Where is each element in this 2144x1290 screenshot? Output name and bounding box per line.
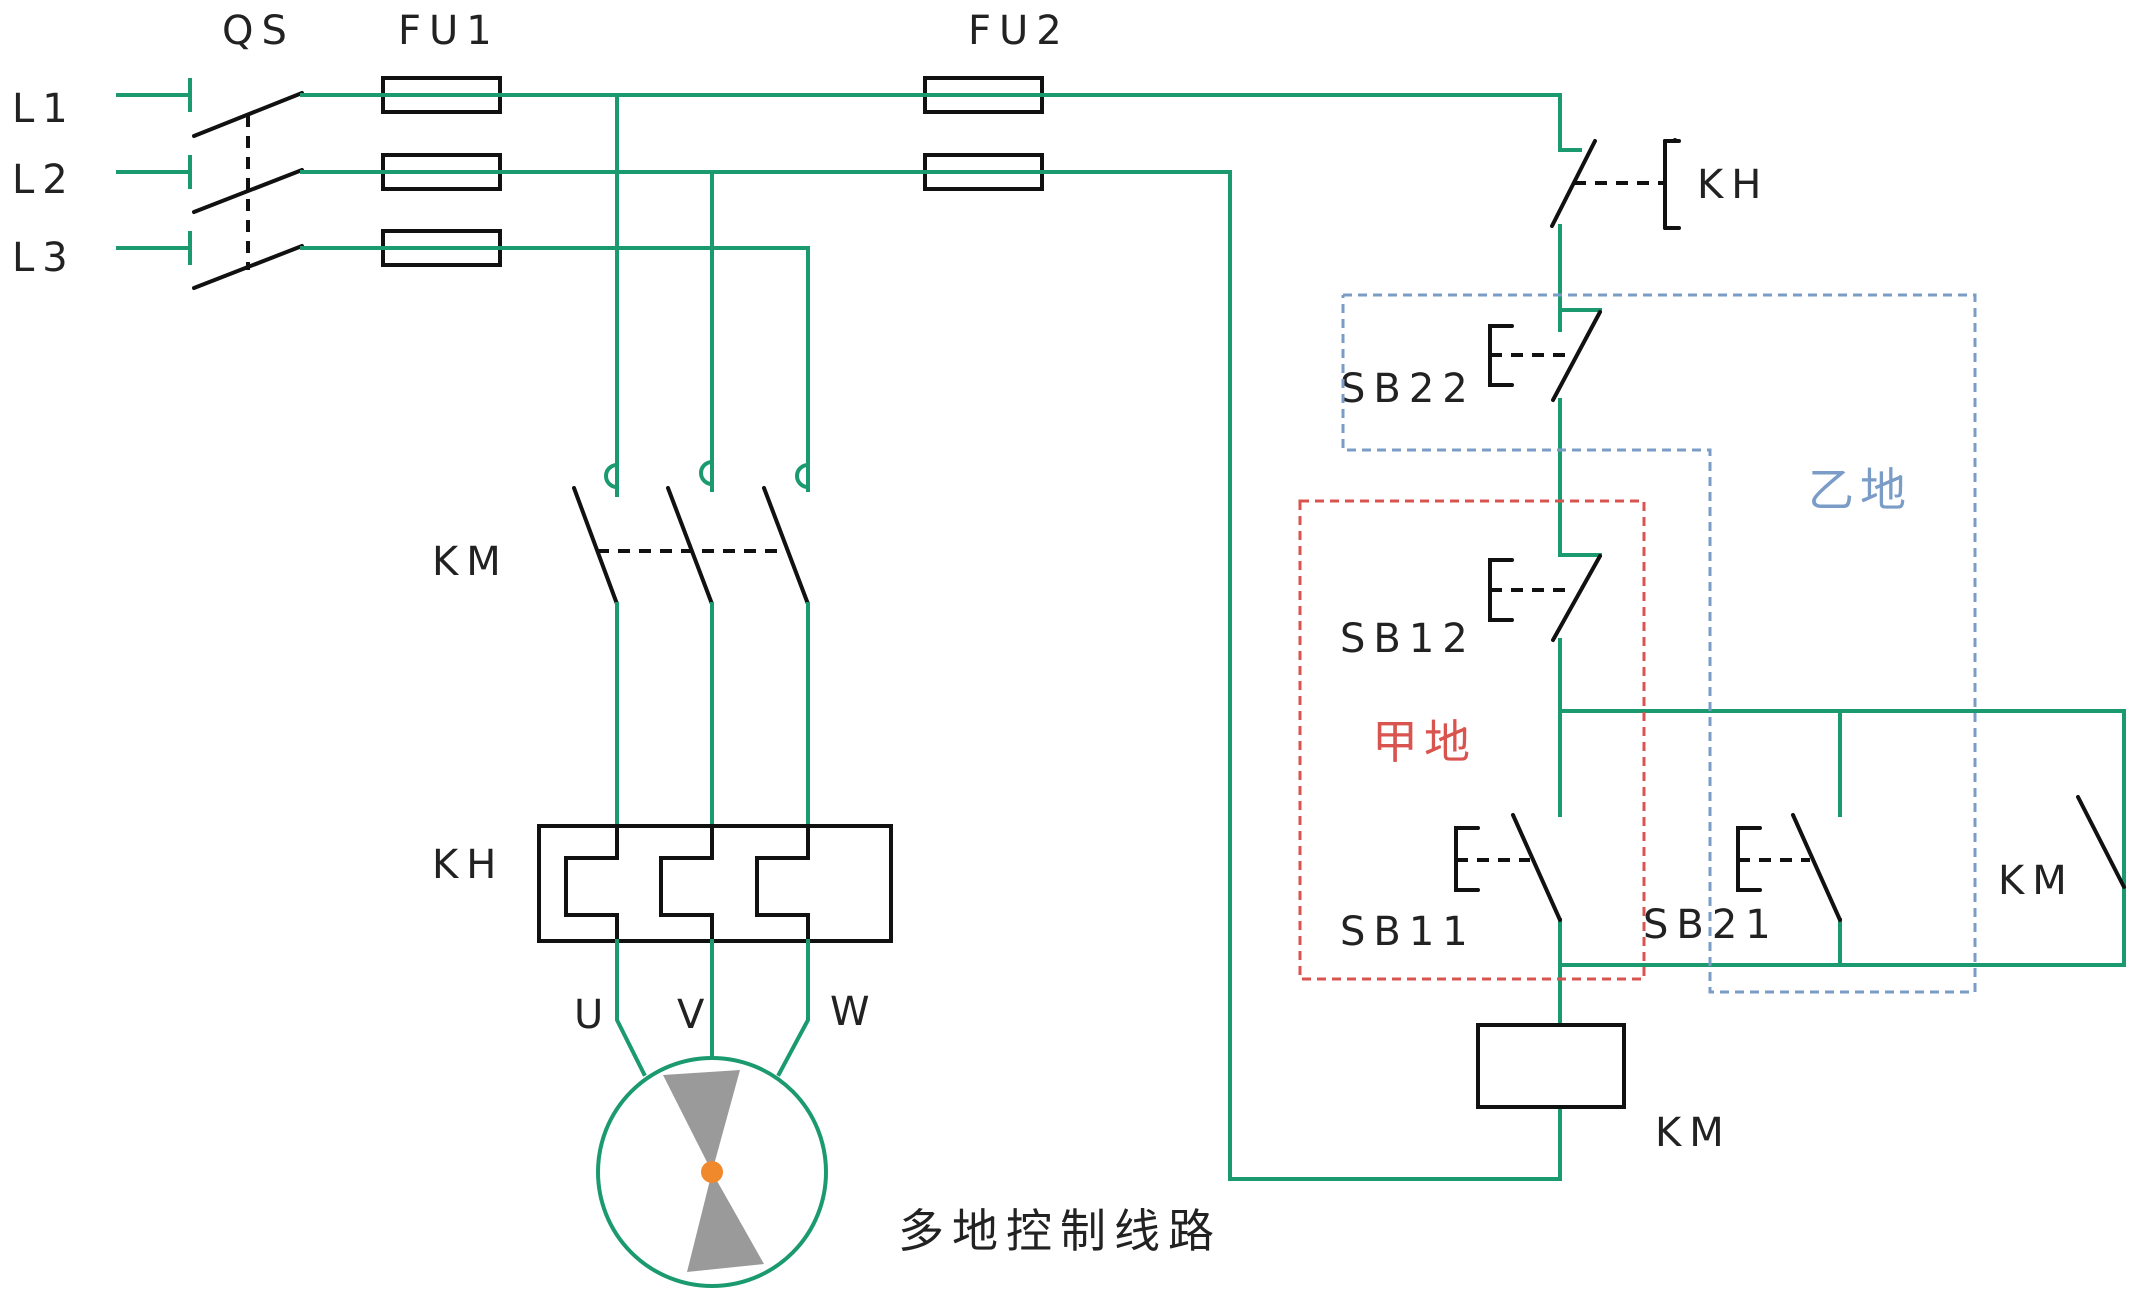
sb11-label: SB11 — [1340, 909, 1476, 955]
fu1-label: FU1 — [398, 8, 500, 54]
motor-hub — [701, 1161, 723, 1183]
l3-label: L3 — [12, 235, 76, 281]
km-coil-label: KM — [1655, 1110, 1732, 1156]
km-aux-label: KM — [1998, 858, 2075, 904]
km-coil — [1476, 1023, 1626, 1109]
zone-yi: 乙地 — [1341, 293, 1977, 994]
fu1-fuses — [381, 76, 502, 267]
zone-jia-label: 甲地 — [1372, 715, 1476, 769]
sb22-stop-button — [1488, 310, 1602, 402]
sb22-label: SB22 — [1340, 366, 1476, 412]
zone-yi-label: 乙地 — [1808, 463, 1912, 517]
fu2-fuses — [923, 76, 1044, 191]
sb12-label: SB12 — [1340, 616, 1476, 662]
control-wiring — [1040, 93, 2126, 1181]
kh-control-label: KH — [1697, 162, 1769, 208]
u-label: U — [574, 992, 611, 1038]
sb11-start-button — [1454, 813, 1562, 922]
motor — [596, 1056, 828, 1288]
motor-blade-top — [663, 1070, 740, 1172]
fu2-label: FU2 — [968, 8, 1070, 54]
sb21-label: SB21 — [1643, 902, 1779, 948]
zone-jia: 甲地 — [1298, 499, 1646, 981]
motor-leads — [615, 939, 810, 1077]
l1-label: L1 — [12, 86, 76, 132]
sb21-start-button — [1736, 813, 1842, 922]
kh-thermal-element — [537, 824, 893, 943]
l2-label: L2 — [12, 157, 76, 203]
sb12-stop-button — [1488, 554, 1602, 642]
diagram-title: 多地控制线路 — [898, 1204, 1222, 1258]
km-aux-contact — [2076, 795, 2126, 889]
qs-switch — [192, 91, 304, 290]
kh-main-label: KH — [432, 842, 504, 888]
w-label: W — [830, 989, 878, 1035]
main-bus-wiring — [498, 93, 927, 492]
motor-blade-bottom — [687, 1172, 764, 1272]
qs-label: QS — [222, 8, 295, 54]
km-main-label: KM — [432, 539, 509, 585]
supply-inputs — [116, 78, 192, 265]
v-label: V — [677, 992, 712, 1038]
kh-nc-contact — [1550, 93, 1681, 230]
km-main-contacts — [572, 438, 811, 606]
